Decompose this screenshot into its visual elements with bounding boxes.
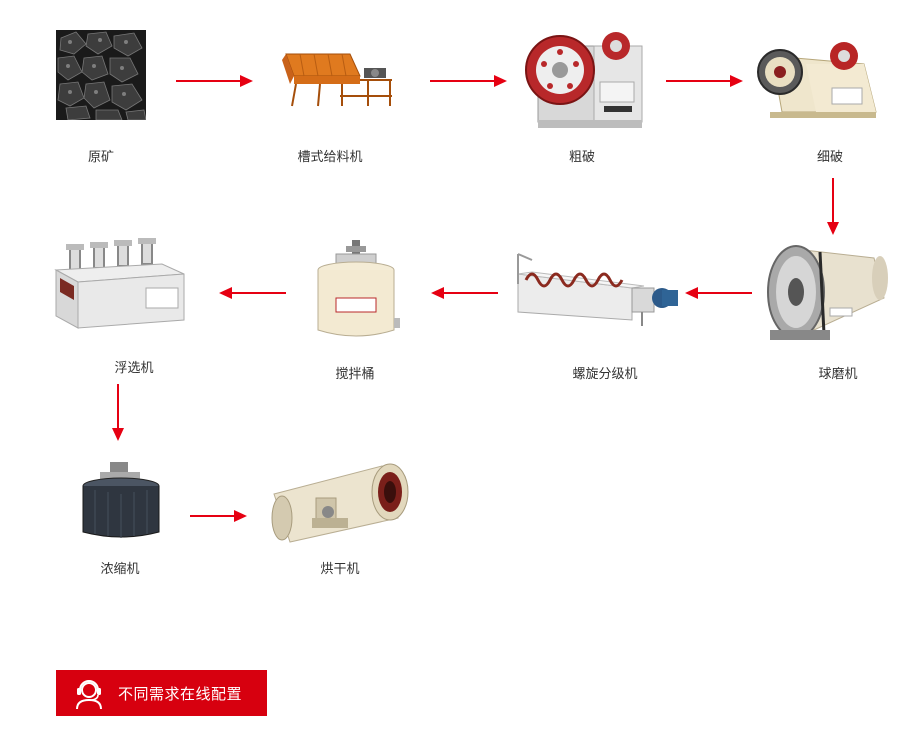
online-configuration-label: 不同需求在线配置 xyxy=(118,684,243,703)
arrow-left-icon xyxy=(685,287,752,299)
rotary-dryer-image xyxy=(268,460,414,544)
raw-ore-image xyxy=(56,30,147,121)
customer-service-headset-icon xyxy=(76,680,102,710)
jaw-crusher-fine-image xyxy=(756,34,880,124)
thickener-image xyxy=(80,460,162,542)
arrow-down-icon xyxy=(112,384,124,441)
spiral-classifier-image xyxy=(512,250,682,328)
trough-feeder-image xyxy=(280,46,396,110)
node-label-thickener: 浓缩机 xyxy=(100,562,140,577)
node-label-flotation-machine: 浮选机 xyxy=(114,361,154,376)
arrow-down-icon xyxy=(827,178,839,235)
node-label-coarse-crushing: 粗破 xyxy=(568,150,596,165)
node-label-raw-ore: 原矿 xyxy=(87,150,115,165)
arrow-right-icon xyxy=(176,75,253,87)
node-label-trough-feeder: 槽式给料机 xyxy=(297,150,363,165)
node-label-rotary-dryer: 烘干机 xyxy=(320,562,360,577)
arrow-right-icon xyxy=(190,510,247,522)
arrow-left-icon xyxy=(219,287,286,299)
jaw-crusher-coarse-image xyxy=(524,24,646,132)
flotation-machine-image xyxy=(52,238,186,334)
arrow-right-icon xyxy=(666,75,743,87)
arrow-left-icon xyxy=(431,287,498,299)
node-label-ball-mill: 球磨机 xyxy=(818,367,858,382)
arrow-right-icon xyxy=(430,75,507,87)
ball-mill-image xyxy=(764,238,888,344)
agitation-tank-image xyxy=(312,238,400,346)
node-label-fine-crushing: 细破 xyxy=(816,150,844,165)
node-label-spiral-classifier: 螺旋分级机 xyxy=(572,367,638,382)
node-label-agitation-tank: 搅拌桶 xyxy=(335,367,375,382)
online-configuration-button[interactable]: 不同需求在线配置 xyxy=(56,670,267,716)
